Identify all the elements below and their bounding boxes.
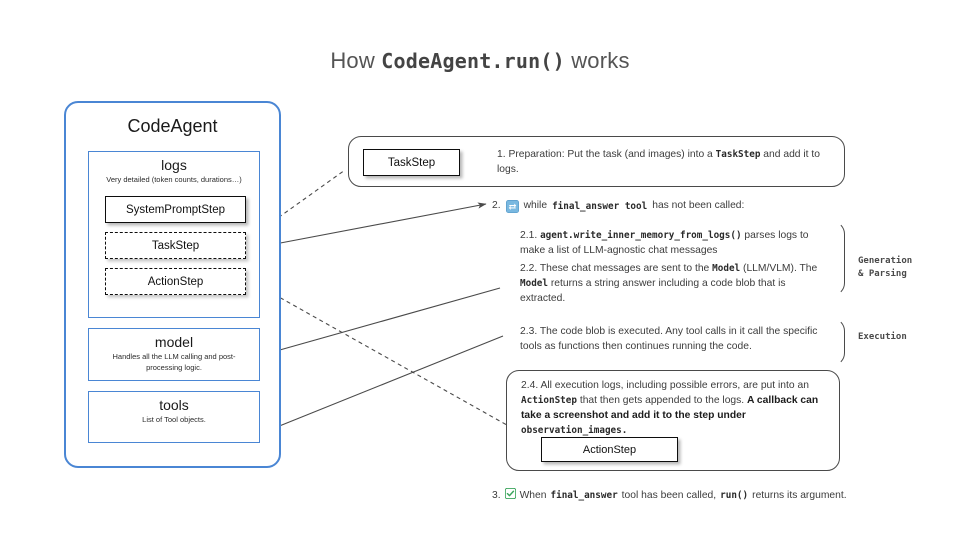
step1-text-a: Preparation: Put the task (and images) i…	[505, 149, 716, 160]
step24-text-b: that then gets appended to the logs.	[576, 394, 748, 406]
log-step-systempromptstep[interactable]: SystemPromptStep	[105, 196, 246, 223]
log-step-label: ActionStep	[147, 275, 204, 288]
step2-code-a: final_answer tool	[552, 200, 648, 212]
step2-text-a: while	[523, 200, 548, 211]
step24-actionstep-chip[interactable]: ActionStep	[541, 437, 678, 462]
logs-subtitle: Very detailed (token counts, durations…)	[106, 175, 242, 185]
label-generation-parsing: Generation & Parsing	[858, 256, 913, 280]
log-step-label: SystemPromptStep	[125, 203, 226, 216]
step22-number: 2.2.	[520, 263, 538, 274]
step1-taskstep-chip[interactable]: TaskStep	[363, 149, 460, 176]
log-step-label: TaskStep	[151, 239, 200, 252]
step24-text-a: All execution logs, including possible e…	[538, 380, 809, 391]
step24-code-b: observation_images.	[521, 424, 628, 436]
model-box: model Handles all the LLM calling and po…	[88, 328, 260, 381]
page-title: How CodeAgent.run() works	[0, 48, 960, 74]
step3-code-a: final_answer	[550, 490, 618, 501]
log-step-actionstep[interactable]: ActionStep	[105, 268, 246, 295]
step3-text-a: When	[519, 490, 547, 501]
generation-parsing-box: 2.1. agent.write_inner_memory_from_logs(…	[506, 221, 845, 304]
step24-code-a: ActionStep	[521, 394, 577, 406]
logs-box: logs Very detailed (token counts, durati…	[88, 151, 260, 318]
log-step-taskstep[interactable]: TaskStep	[105, 232, 246, 259]
codeagent-panel: CodeAgent logs Very detailed (token coun…	[64, 101, 281, 468]
title-prefix: How	[330, 48, 382, 73]
model-subtitle: Handles all the LLM calling and post-pro…	[112, 352, 236, 372]
arrow-step23-to-tools	[261, 335, 504, 434]
step3-text-c: returns its argument.	[752, 490, 847, 501]
step1-code-a: TaskStep	[715, 149, 761, 160]
step22-code-b: Model	[520, 277, 548, 289]
tools-title: tools	[159, 397, 189, 413]
codeagent-title: CodeAgent	[127, 116, 218, 136]
step23-text-a: The code blob is executed. Any tool call…	[520, 326, 818, 352]
repeat-loop-icon	[505, 199, 519, 213]
step21-text-a: parses logs to make a list of LLM-agnost…	[520, 230, 809, 256]
step22-code-a: Model	[712, 263, 741, 274]
step21-code-a: agent.write_inner_memory_from_logs()	[540, 230, 742, 241]
step1-callout: TaskStep 1. Preparation: Put the task (a…	[348, 136, 845, 187]
step24-callout: 2.4. All execution logs, including possi…	[506, 370, 840, 471]
title-suffix: works	[564, 48, 630, 73]
step3-text-b: tool has been called,	[621, 490, 717, 501]
logs-title: logs	[161, 157, 187, 173]
step23-text: 2.3. The code blob is executed. Any tool…	[520, 325, 830, 355]
model-title: model	[154, 334, 194, 350]
step24-text: 2.4. All execution logs, including possi…	[521, 379, 826, 439]
tools-subtitle: List of Tool objects.	[142, 415, 206, 425]
arrow-actionstep-dashed	[253, 282, 531, 439]
step3-number: 3.	[492, 490, 501, 501]
step22-text-a: These chat messages are sent to the	[537, 263, 713, 274]
step24-bold-a: A callback can take a screenshot and add…	[521, 394, 819, 421]
step1-number: 1.	[497, 149, 506, 160]
step22-text: 2.2. These chat messages are sent to the…	[520, 262, 826, 307]
step3-code-b: run()	[720, 490, 749, 501]
step2-number: 2.	[492, 200, 501, 211]
step23-number: 2.3.	[520, 326, 538, 337]
step24-number: 2.4.	[521, 380, 539, 391]
arrow-step22-to-model	[261, 287, 501, 356]
step22-text-c: returns a string answer including a code…	[520, 277, 786, 304]
green-check-icon	[504, 487, 516, 500]
step1-text: 1. Preparation: Put the task (and images…	[497, 148, 835, 178]
step2-text-b: has not been called:	[652, 200, 745, 211]
step22-text-b: (LLM/VLM). The	[740, 263, 818, 274]
label-execution: Execution	[858, 332, 907, 342]
execution-box: 2.3. The code blob is executed. Any tool…	[506, 318, 845, 366]
step1-text-b: and add it to logs.	[497, 149, 820, 175]
title-code: CodeAgent.run()	[381, 49, 565, 73]
tools-box: tools List of Tool objects.	[88, 391, 260, 443]
step1-chip-label: TaskStep	[387, 156, 436, 169]
step24-chip-label: ActionStep	[582, 443, 637, 456]
step2-heading: 2. while final_answer tool has not been …	[492, 199, 852, 214]
step21-number: 2.1.	[520, 230, 538, 241]
step21-text: 2.1. agent.write_inner_memory_from_logs(…	[520, 229, 826, 259]
arrow-logs-to-step2	[253, 202, 487, 249]
step3-line: 3. When final_answer tool has been calle…	[492, 487, 847, 504]
